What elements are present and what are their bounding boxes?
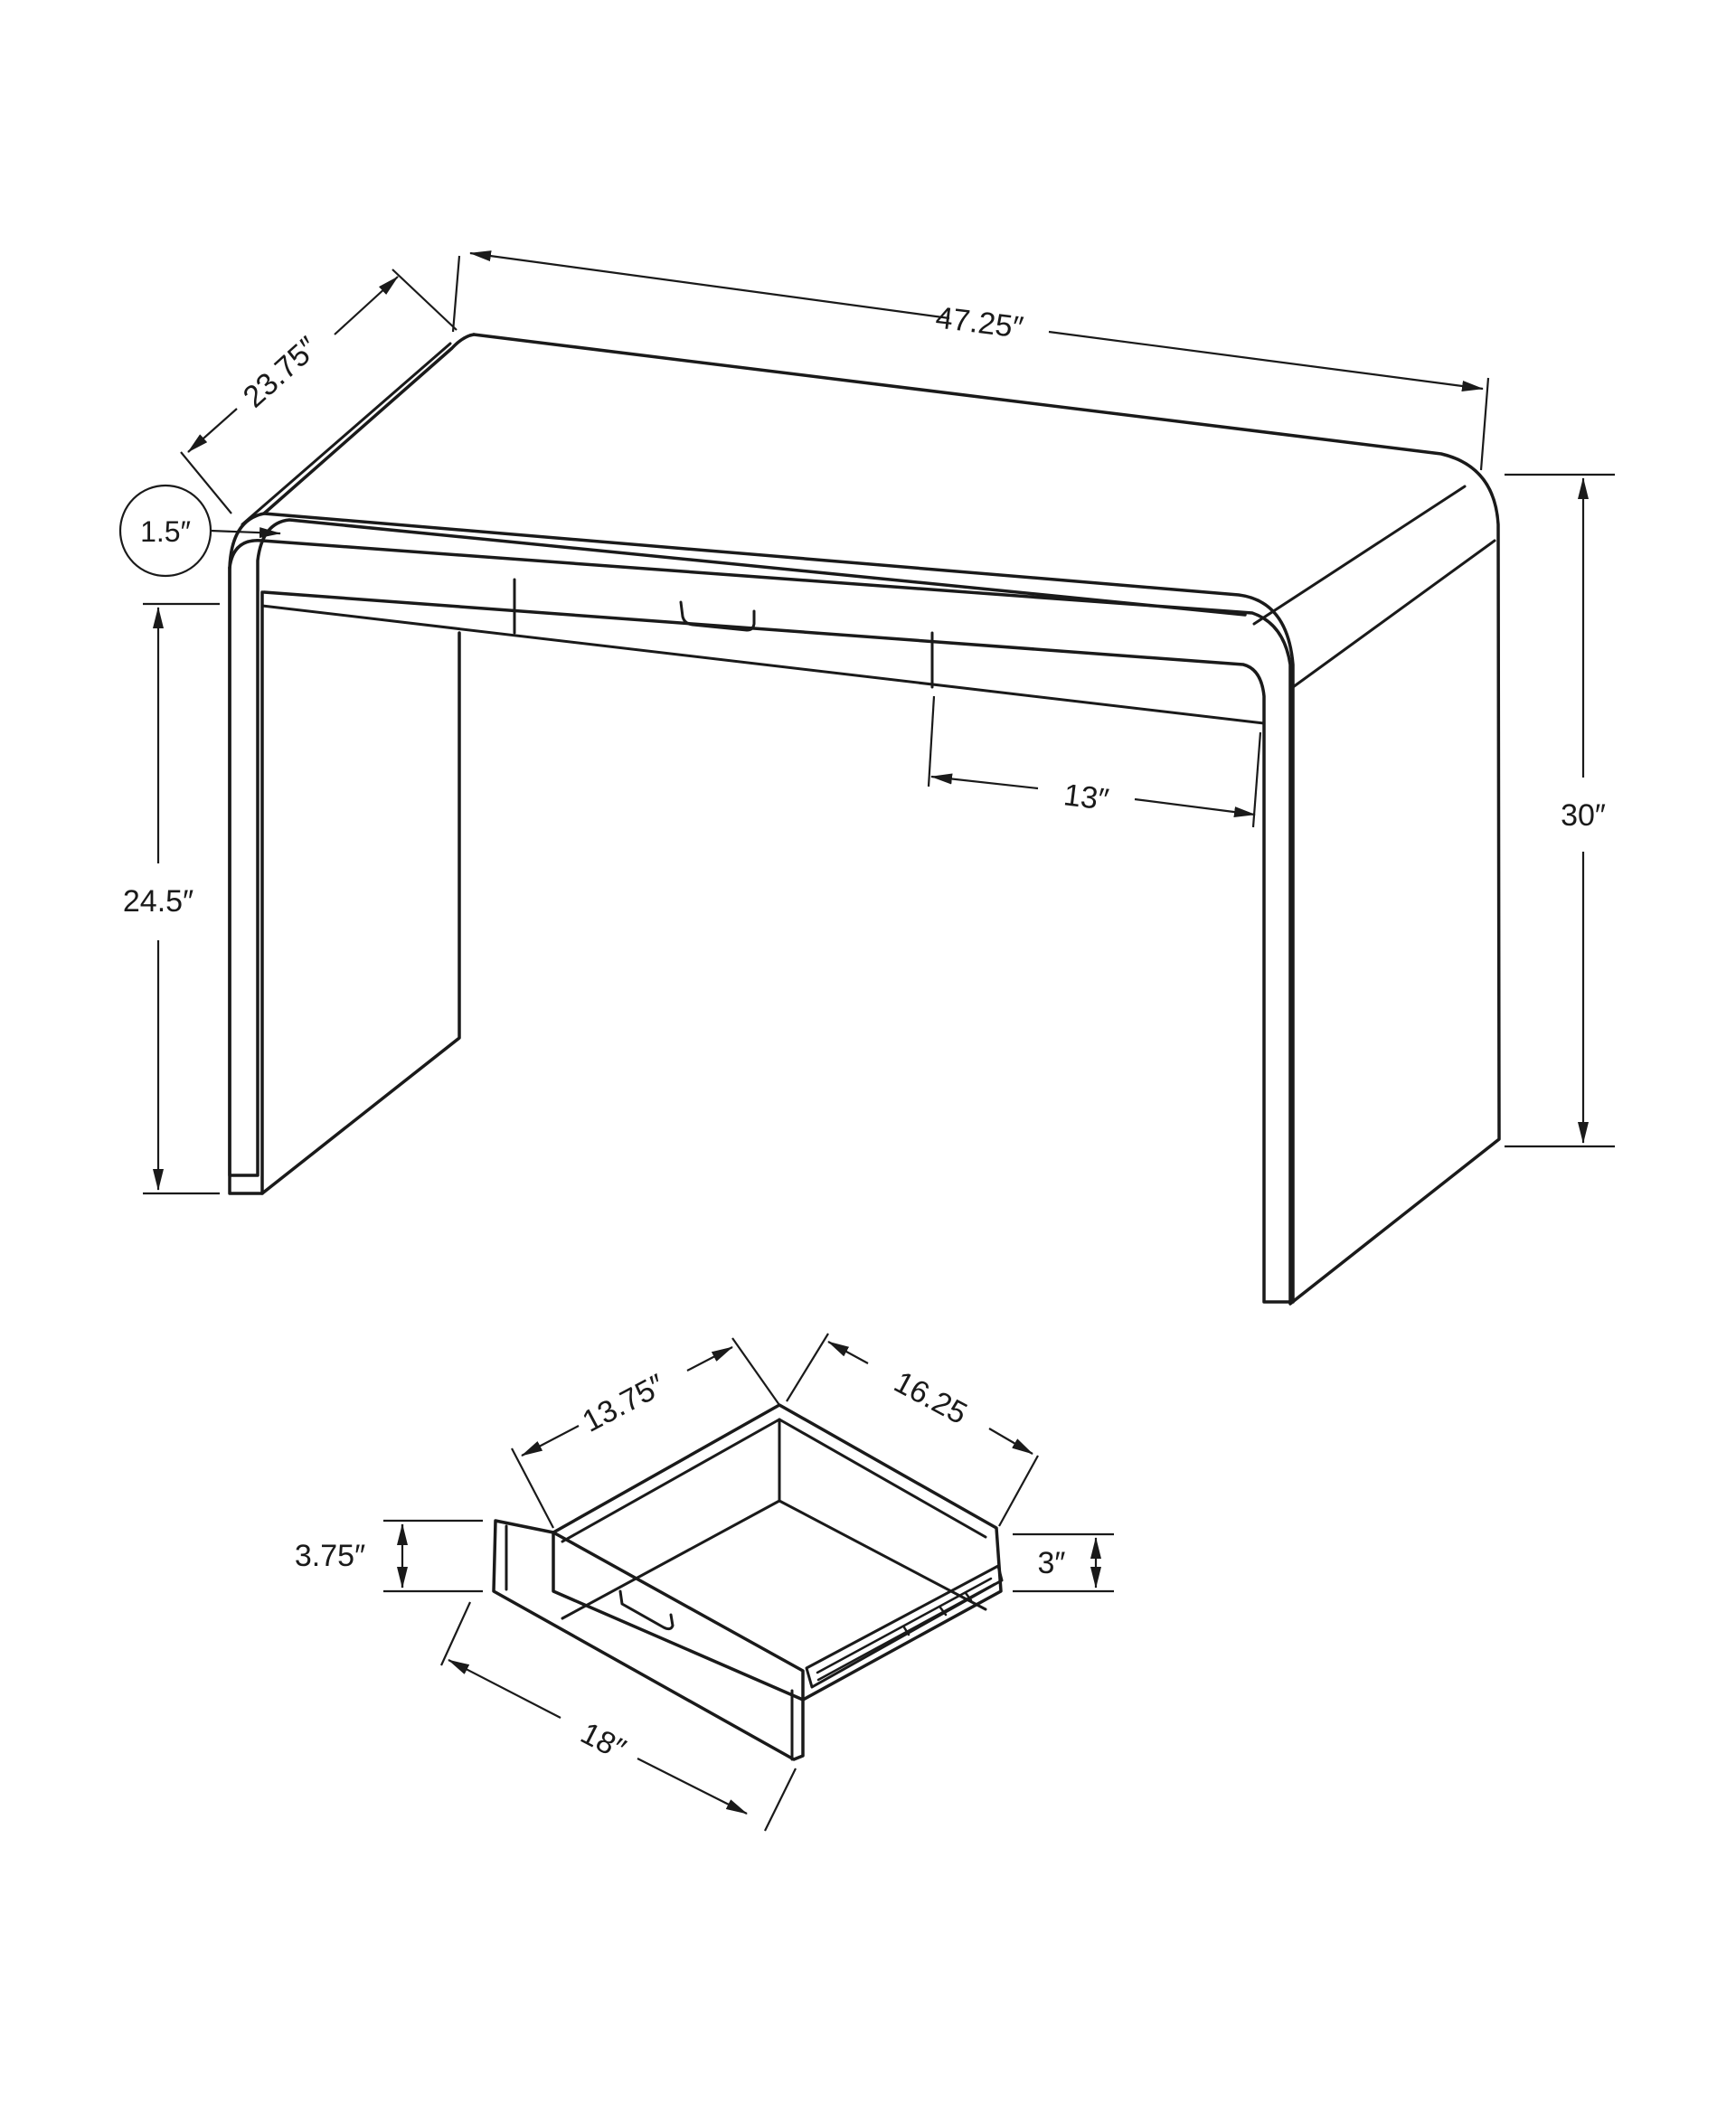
desk-apron-bottom: [260, 604, 1266, 725]
drawer-dimensions: 13.75″ 16.25 3.75″ 3″ 18″: [295, 1333, 1114, 1832]
drawer-width-dimension-line-b: [1134, 797, 1256, 818]
drawer-front-panel: [492, 1519, 805, 1761]
drawer-front-handle: [618, 1589, 675, 1631]
drawer-width-dimension-line-a: [930, 773, 1039, 790]
depth-extension-bottom: [180, 451, 232, 514]
desk-right-top-inner-2: [1291, 539, 1496, 689]
desk-height-label: 30″: [1561, 798, 1606, 833]
width-extension-right: [1479, 377, 1490, 471]
drawer-width-extension-left: [511, 1447, 554, 1529]
drawer-front-width-extension-right: [764, 1768, 797, 1832]
desk-depth-label: 23.75″: [237, 330, 326, 414]
drawer-width-extension-right: [1251, 731, 1262, 828]
drawer-inner-width-line-b: [686, 1346, 733, 1372]
drawer-inner-width-label: 13.75″: [577, 1368, 671, 1439]
drawer-front-width-label: 18″: [575, 1716, 631, 1767]
drawer-width-extension-left: [927, 695, 936, 787]
desk-top-front-edge: [262, 512, 1295, 1304]
drawer-depth-extension-left: [786, 1333, 829, 1402]
desk-clearance-label: 24.5″: [123, 884, 193, 919]
desk-width-label: 47.25″: [934, 300, 1025, 345]
desk-dimensions: 47.25″ 23.75″ 1.5″ 24.5″ 30″ 13″: [118, 250, 1615, 1195]
drawer-front-width-line-a: [448, 1659, 561, 1719]
drawer-front-height-label: 3.75″: [295, 1539, 365, 1573]
drawer-inner-width-line-a: [521, 1425, 580, 1457]
depth-dimension-line-a: [334, 276, 399, 335]
drawer-inner-depth-label: 16.25: [889, 1365, 973, 1432]
desk-drawer-width-label: 13″: [1061, 778, 1110, 817]
depth-dimension-line-b: [187, 408, 238, 453]
desk-left-leg-front: [228, 566, 264, 1195]
width-extension-left: [451, 255, 461, 333]
desk-top-thickness-label: 1.5″: [140, 515, 191, 548]
desk-drawer-handle: [679, 600, 756, 632]
drawer-front-width-extension-left: [439, 1601, 472, 1666]
drawer-depth-extension-right: [998, 1455, 1039, 1527]
desk-drawing: [228, 333, 1501, 1306]
drawer-inner-rim: [561, 1418, 987, 1543]
width-dimension-line-b: [1048, 330, 1484, 391]
drawer-slide-rail: [805, 1564, 1004, 1689]
drawer-depth-line-b: [988, 1428, 1033, 1455]
drawer-front-width-line-b: [637, 1758, 748, 1815]
desk-left-leg: [260, 590, 461, 1195]
drawer-inner-floor: [778, 1499, 987, 1611]
desk-right-top-inner: [1252, 485, 1467, 626]
width-dimension-line-a: [469, 250, 950, 320]
drawer-slide-rail-rollers: [902, 1591, 973, 1636]
drawer-side-height-label: 3″: [1038, 1546, 1066, 1580]
drawer-inner-back-corner: [561, 1418, 781, 1620]
desk-left-top-edge-line: [241, 342, 452, 526]
drawer-drawing: [492, 1403, 1004, 1761]
top-thickness-arrow: [210, 527, 281, 539]
drawer-width-extension-right: [731, 1337, 780, 1406]
desk-top-outline: [228, 333, 1501, 1306]
depth-extension-top: [392, 269, 458, 331]
drawer-depth-line-a: [827, 1341, 869, 1364]
